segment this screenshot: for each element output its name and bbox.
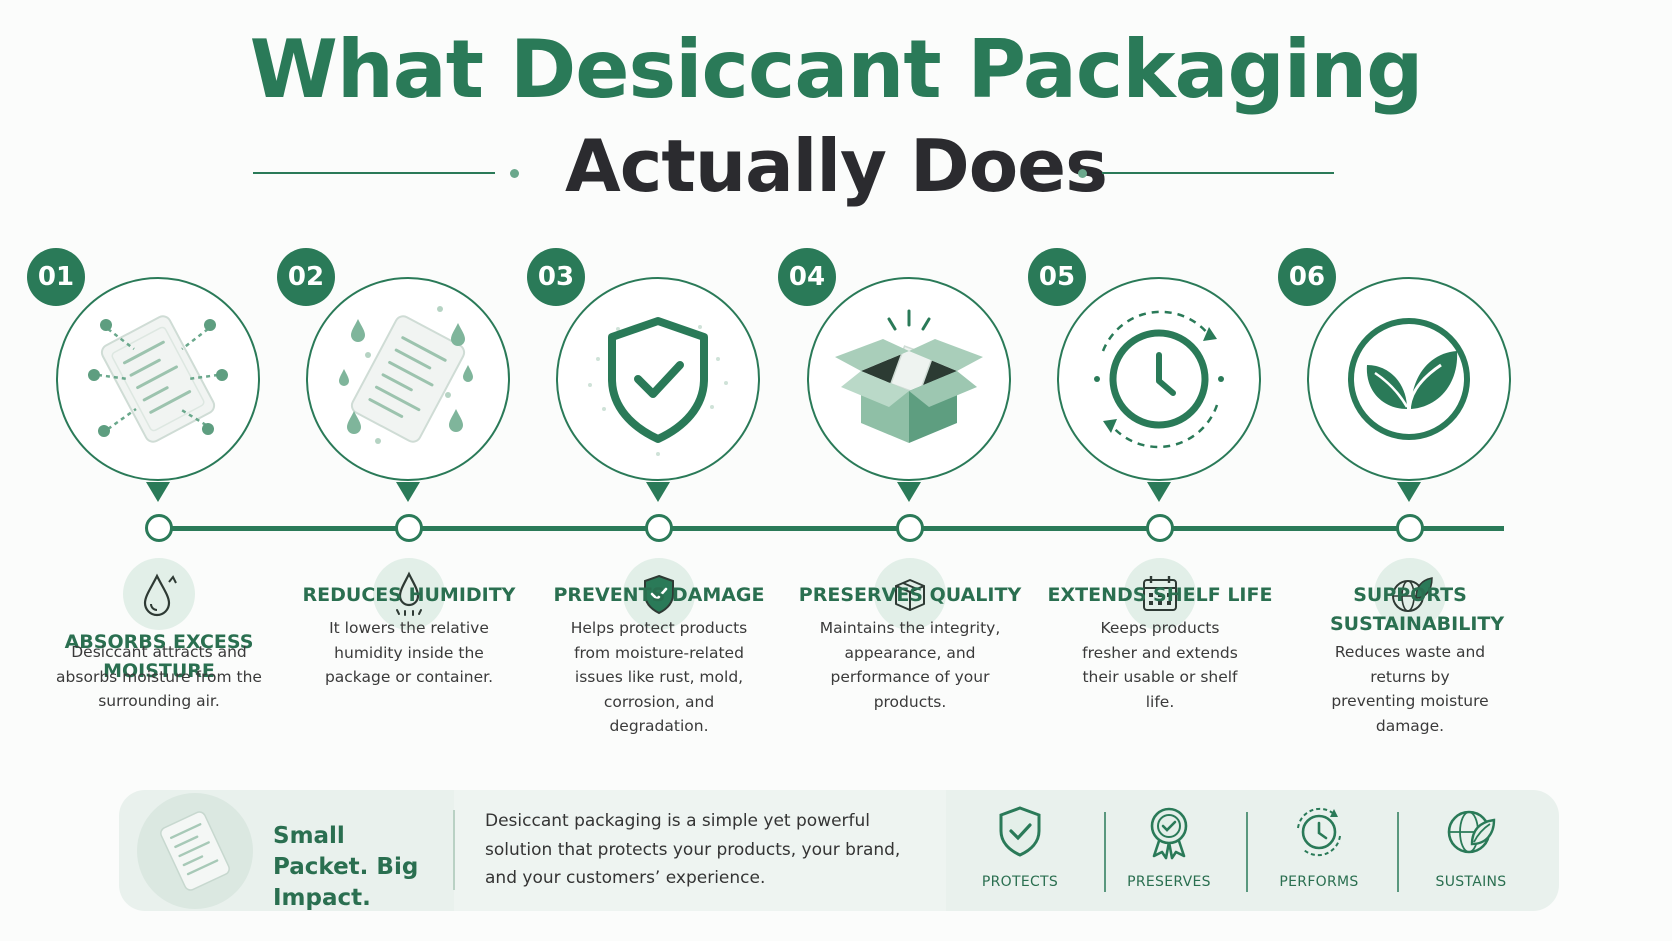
step-2-number: 02 xyxy=(277,248,335,306)
banner-headline: Small Packet. Big Impact. xyxy=(273,823,419,911)
step-6-title: SUPPORTS SUSTAINABILITY xyxy=(1330,584,1505,635)
water-drop-icon xyxy=(143,573,177,617)
desiccant-packet-icon xyxy=(160,811,230,891)
step-1-title: ABSORBS EXCESS MOISTURE xyxy=(64,631,254,682)
badge-separator-1 xyxy=(1104,812,1106,892)
open-box-icon xyxy=(835,309,983,443)
badge-preserves-label: PRESERVES xyxy=(1127,874,1211,890)
step-2-mini-badge xyxy=(373,558,445,630)
step-2-title: REDUCES HUMIDITY xyxy=(302,584,516,606)
step-6-node xyxy=(1396,514,1424,542)
badge-preserves: PRESERVES xyxy=(1104,800,1234,900)
badge-protects-label: PROTECTS xyxy=(981,874,1059,890)
title-dot-left xyxy=(510,169,519,178)
step-6-pointer xyxy=(1397,482,1421,502)
step-2-pointer xyxy=(396,482,420,502)
banner-description: Desiccant packaging is a simple yet powe… xyxy=(485,811,901,888)
badge-performs-label: PERFORMS xyxy=(1279,874,1359,890)
step-5-pointer xyxy=(1147,482,1171,502)
step-2: 02 REDUCES HUMIDITY It lowers the relati… xyxy=(275,248,543,768)
step-6: 06 SUPPORTS SUSTAINABILITY Reduces waste… xyxy=(1276,248,1544,768)
step-5-description: Keeps products fresher and extends their… xyxy=(1082,619,1238,711)
step-4-description: Maintains the integrity, appearance, and… xyxy=(819,619,1001,711)
step-1-mini-badge xyxy=(123,558,195,630)
step-3-number: 03 xyxy=(527,248,585,306)
step-4-node xyxy=(896,514,924,542)
step-5-mini-badge xyxy=(1124,558,1196,630)
step-1-node xyxy=(145,514,173,542)
box-icon xyxy=(895,579,925,611)
step-5-circle xyxy=(1057,277,1261,481)
banner-divider xyxy=(453,810,455,890)
badge-separator-2 xyxy=(1246,812,1248,892)
moisture-packet-icon xyxy=(88,315,228,443)
title-rule-left xyxy=(253,172,495,174)
step-4-mini-badge xyxy=(874,558,946,630)
step-4-title: PRESERVES QUALITY xyxy=(798,584,1022,606)
summary-banner: Small Packet. Big Impact. Desiccant pack… xyxy=(119,790,1559,911)
shield-check-icon xyxy=(644,574,674,615)
banner-packet-image xyxy=(137,793,253,909)
badge-sustains-label: SUSTAINS xyxy=(1435,874,1507,890)
badge-sustains: SUSTAINS xyxy=(1406,800,1536,900)
step-4-circle xyxy=(807,277,1011,481)
page-title: What Desiccant Packaging xyxy=(249,23,1424,116)
humidity-packet-icon xyxy=(339,306,473,444)
step-1-circle xyxy=(56,277,260,481)
step-6-circle xyxy=(1307,277,1511,481)
calendar-icon xyxy=(1143,576,1177,611)
clock-icon xyxy=(1094,310,1224,449)
step-3: 03 PREVENTS DAMAGE Helps protect product… xyxy=(525,248,793,768)
step-4-pointer xyxy=(897,482,921,502)
shield-check-icon xyxy=(999,806,1041,857)
step-3-pointer xyxy=(646,482,670,502)
drop-evaporation-icon xyxy=(396,571,422,616)
step-5-title: EXTENDS SHELF LIFE xyxy=(1047,584,1273,606)
leaf-icon xyxy=(1348,318,1470,440)
step-1: 01 ABSORBS EXCESS MOISTURE Desiccant att… xyxy=(25,248,293,768)
globe-leaf-icon xyxy=(1447,810,1496,854)
step-1-description: Desiccant attracts and absorbs moisture … xyxy=(56,643,262,710)
step-3-mini-badge xyxy=(623,558,695,630)
title-rule-right xyxy=(1102,172,1334,174)
badge-protects: PROTECTS xyxy=(955,800,1085,900)
award-ribbon-icon xyxy=(1150,807,1188,860)
step-3-title: PREVENTS DAMAGE xyxy=(553,584,765,606)
timeline-line xyxy=(168,526,1504,531)
clock-refresh-icon xyxy=(1297,807,1341,857)
step-6-mini-badge xyxy=(1374,558,1446,630)
step-2-circle xyxy=(306,277,510,481)
step-3-node xyxy=(645,514,673,542)
badge-separator-3 xyxy=(1397,812,1399,892)
step-5-node xyxy=(1146,514,1174,542)
step-2-node xyxy=(395,514,423,542)
step-5-number: 05 xyxy=(1028,248,1086,306)
step-1-number: 01 xyxy=(27,248,85,306)
step-5: 05 EXTENDS SHELF LIFE Keeps products fre… xyxy=(1026,248,1294,768)
step-3-circle xyxy=(556,277,760,481)
step-6-description: Reduces waste and returns by preventing … xyxy=(1331,643,1489,735)
badge-performs: PERFORMS xyxy=(1254,800,1384,900)
shield-check-icon xyxy=(588,317,728,456)
step-4: 04 PRESERVES QUALITY Maintains the integ… xyxy=(776,248,1044,768)
step-4-number: 04 xyxy=(778,248,836,306)
step-3-description: Helps protect products from moisture-rel… xyxy=(570,619,748,735)
step-6-number: 06 xyxy=(1278,248,1336,306)
title-dot-right xyxy=(1078,169,1087,178)
page-subtitle: Actually Does xyxy=(565,124,1108,208)
step-2-description: It lowers the relative humidity inside t… xyxy=(324,619,494,686)
banner-text-panel xyxy=(454,790,946,911)
step-1-pointer xyxy=(146,482,170,502)
globe-leaf-icon xyxy=(1392,577,1433,612)
